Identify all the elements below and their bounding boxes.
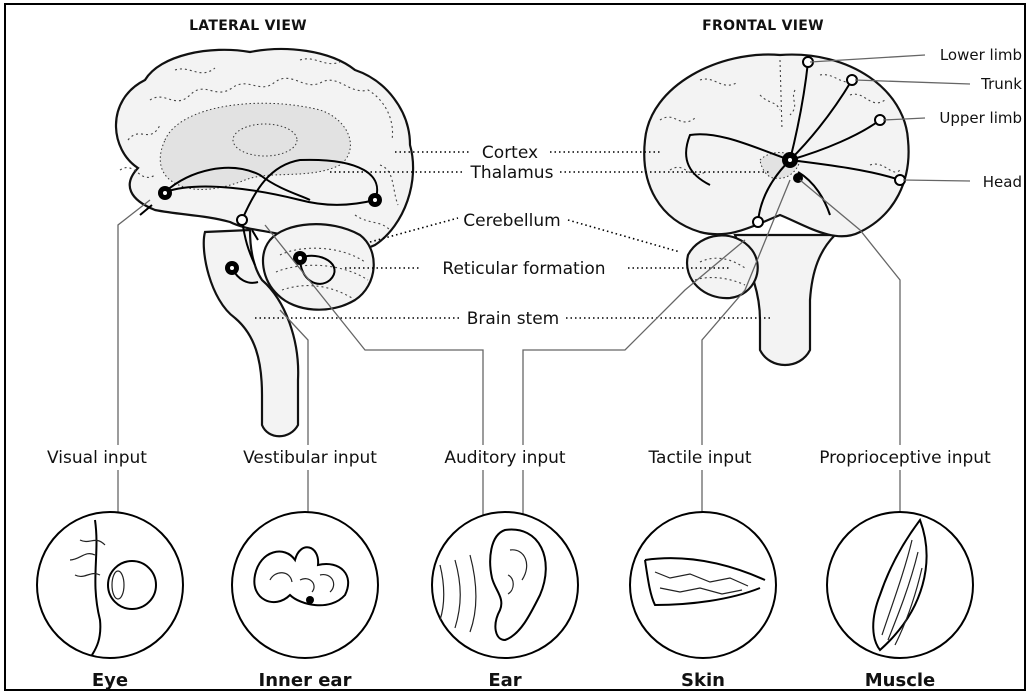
eye-label: Eye [92, 670, 128, 691]
organ-circle-eye [37, 512, 183, 658]
frontal-cerebellum [687, 235, 758, 298]
trunk-label: Trunk [980, 75, 1022, 93]
organ-circle-skin [630, 512, 776, 658]
visual-input-label: Visual input [47, 448, 147, 468]
muscle-label: Muscle [865, 670, 936, 691]
frontal-view-title: FRONTAL VIEW [702, 18, 824, 34]
ear-label: Ear [488, 670, 521, 691]
upper-limb-label: Upper limb [939, 109, 1022, 127]
frontal-cerebrum [644, 55, 908, 237]
organ-circle-muscle [827, 512, 973, 658]
vestibular-input-label: Vestibular input [243, 448, 377, 468]
skin-label: Skin [681, 670, 725, 691]
lateral-thalamus-node [237, 215, 247, 225]
lateral-brain [116, 49, 413, 436]
lower-limb-label: Lower limb [940, 46, 1022, 64]
cerebellum-label: Cerebellum [463, 211, 560, 231]
thalamus-label: Thalamus [470, 163, 554, 183]
inner-ear-label: Inner ear [259, 670, 352, 691]
proprioceptive-input-label: Proprioceptive input [819, 448, 991, 468]
brain-stem-label: Brain stem [467, 309, 560, 329]
auditory-input-label: Auditory input [444, 448, 566, 468]
cortex-label: Cortex [482, 143, 538, 163]
head-label: Head [983, 173, 1022, 191]
tactile-input-label: Tactile input [647, 448, 751, 468]
lateral-view-title: LATERAL VIEW [189, 18, 307, 34]
reticular-formation-label: Reticular formation [442, 259, 605, 279]
organ-circle-inner-ear [232, 512, 378, 658]
lateral-cerebellum [263, 224, 374, 310]
organ-circle-ear [432, 512, 578, 658]
frontal-cerebellar-node [753, 217, 763, 227]
